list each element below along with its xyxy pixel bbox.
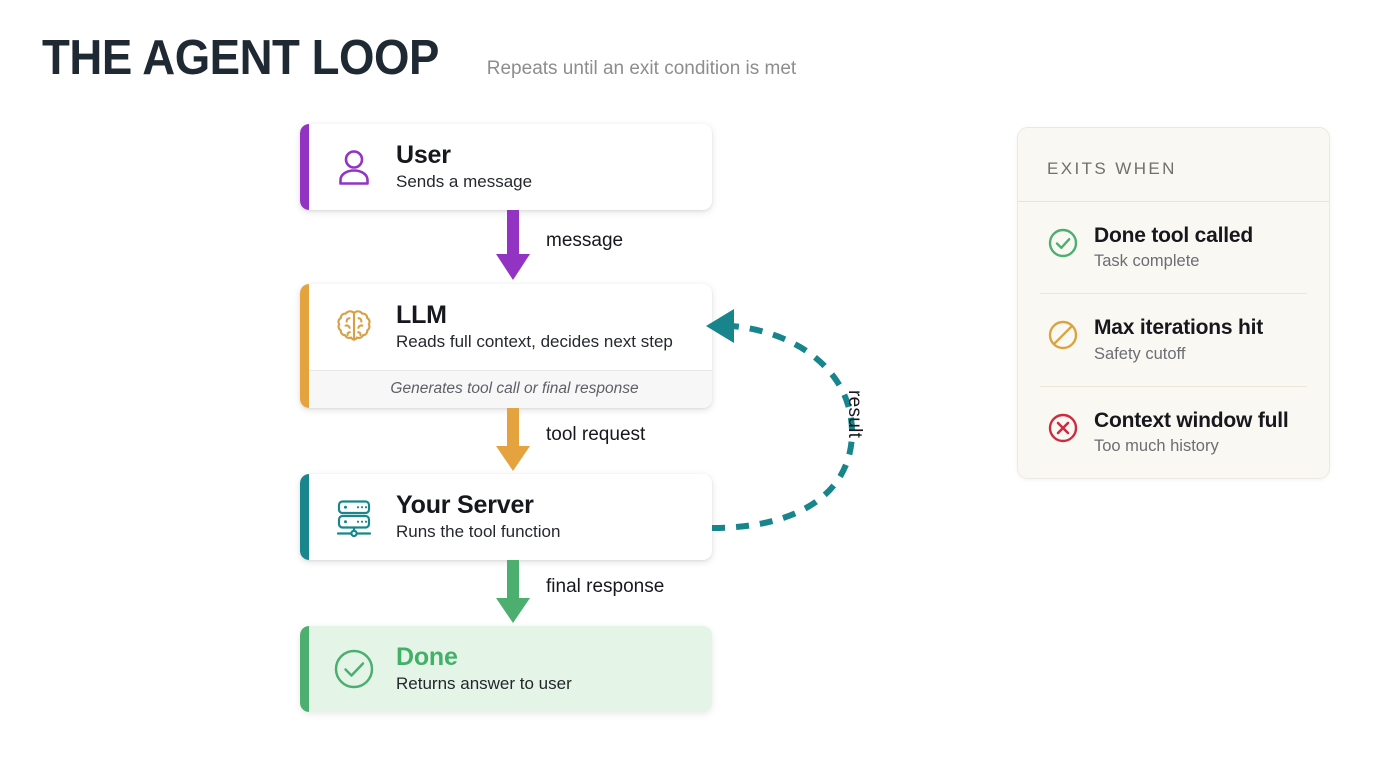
user-icon [331,144,377,190]
x-circle-icon [1048,413,1078,443]
connector-label: final response [546,576,665,598]
exit-item-done-tool-called[interactable]: Done tool called Task complete [1040,202,1307,293]
connector-final-response: final response [300,560,712,626]
accent-bar-user [300,124,309,211]
flow-node-title: User [396,141,451,169]
accent-bar-server [300,474,309,561]
flow-node-title: Your Server [396,491,534,520]
exits-panel-heading: EXITS WHEN [1018,128,1329,202]
exit-item-context-window-full[interactable]: Context window full Too much history [1040,385,1307,478]
exit-item-max-iterations-hit[interactable]: Max iterations hit Safety cutoff [1040,293,1307,385]
server-icon [331,494,377,540]
connector-label: tool request [546,424,646,446]
exits-panel: EXITS WHEN Done tool called Task complet… [1017,127,1330,480]
no-entry-icon [1048,321,1078,350]
connector-tool-request: tool request [300,408,712,474]
page-title: THE AGENT LOOP [42,31,439,85]
exit-item-title: Context window full [1094,408,1289,432]
flow-node-subtitle: Returns answer to user [396,674,572,694]
page-subtitle: Repeats until an exit condition is met [486,58,797,79]
flow-node-subtitle: Runs the tool function [396,522,561,542]
exit-item-subtitle: Task complete [1094,252,1200,271]
flow-node-server[interactable]: Your Server Runs the tool function [300,474,712,561]
page-header: THE AGENT LOOP Repeats until an exit con… [42,34,796,83]
flow-node-subtitle: Reads full context, decides next step [396,332,673,352]
flow-node-llm[interactable]: LLM Reads full context, decides next ste… [300,284,712,409]
flow-node-footer: Generates tool call or final response [300,370,712,409]
arrow-down-icon [496,408,530,472]
exit-item-subtitle: Too much history [1094,436,1219,455]
flow-node-title: LLM [396,301,447,330]
check-circle-icon [1048,228,1078,258]
accent-bar-done [300,626,309,713]
accent-bar-llm [300,284,309,409]
flow-node-user[interactable]: User Sends a message [300,124,712,211]
flow-node-subtitle: Sends a message [396,172,533,191]
loop-label: result [844,390,865,439]
flow-node-done[interactable]: Done Returns answer to user [300,626,712,713]
exits-list: Done tool called Task complete Max itera… [1018,202,1329,478]
exit-item-title: Done tool called [1094,224,1253,247]
exit-item-subtitle: Safety cutoff [1094,344,1186,363]
exit-item-title: Max iterations hit [1094,316,1264,340]
connector-message: message [300,210,712,284]
check-circle-icon [331,646,377,692]
arrow-down-icon [496,210,530,281]
connector-label: message [546,230,624,252]
agent-loop-flow: User Sends a message message [300,124,712,713]
brain-icon [331,304,377,350]
flow-node-title: Done [396,643,458,672]
arrow-down-icon [496,560,530,624]
